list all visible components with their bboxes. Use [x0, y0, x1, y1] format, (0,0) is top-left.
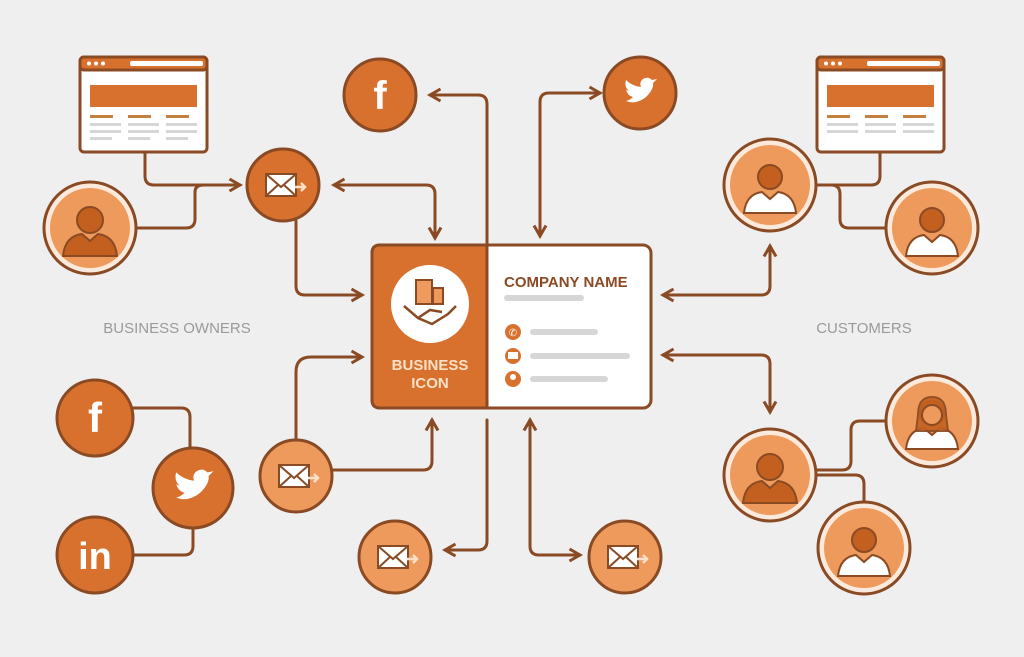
- customer-avatar-4: [816, 500, 912, 596]
- svg-text:f: f: [88, 394, 103, 441]
- linkedin-icon: in: [55, 515, 135, 595]
- website-icon-right: [815, 55, 946, 154]
- customers-label: CUSTOMERS: [816, 320, 912, 337]
- business-handshake-icon: [391, 265, 469, 343]
- facebook-icon-top: f: [342, 57, 418, 133]
- svg-text:✆: ✆: [509, 328, 517, 339]
- customer-avatar-3: [722, 427, 818, 523]
- email-icon-1: [245, 147, 321, 223]
- twitter-icon: [151, 446, 235, 530]
- phone-icon: ✆: [505, 324, 521, 340]
- email-icon-4: [587, 519, 663, 595]
- business-icon-label-2: ICON: [411, 375, 449, 392]
- company-name: COMPANY NAME: [504, 274, 628, 291]
- svg-text:f: f: [373, 74, 387, 118]
- email-icon-3: [357, 519, 433, 595]
- location-icon: [505, 371, 521, 387]
- connectors: [131, 85, 888, 563]
- business-owners-label: BUSINESS OWNERS: [103, 320, 251, 337]
- customer-avatar-2: [884, 180, 980, 276]
- customer-avatar-woman: [884, 373, 980, 469]
- owner-avatar: [42, 180, 138, 276]
- website-icon-left: [78, 55, 209, 154]
- twitter-icon-top: [602, 55, 678, 131]
- email-small-icon: [505, 348, 521, 364]
- customer-avatar-1: [722, 137, 818, 233]
- email-icon-2: [258, 438, 334, 514]
- svg-text:in: in: [78, 536, 112, 578]
- facebook-icon: f: [55, 378, 135, 458]
- business-icon-label-1: BUSINESS: [392, 357, 469, 374]
- business-card: BUSINESS ICON COMPANY NAME ✆: [370, 243, 653, 410]
